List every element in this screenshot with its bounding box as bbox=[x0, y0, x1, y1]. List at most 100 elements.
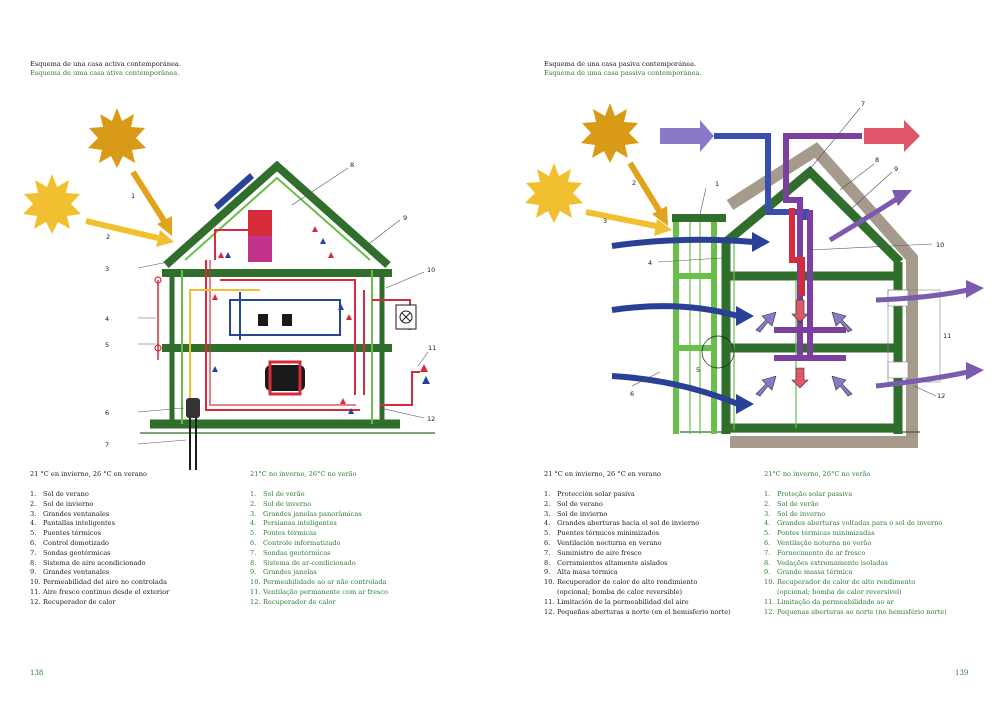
callout-4: 4 bbox=[648, 259, 652, 267]
supply-air-duct bbox=[660, 120, 809, 220]
legend-item: 5.Puentes térmicos minimizados bbox=[544, 529, 660, 538]
legend-item: 4.Pantallas inteligentes bbox=[30, 519, 115, 528]
callout-10: 10 bbox=[427, 266, 435, 274]
title-es: Esquema de una casa pasiva contemporánea… bbox=[544, 60, 697, 68]
passive-house-title: Esquema de una casa pasiva contemporánea… bbox=[544, 60, 702, 78]
winter-sun-arrow bbox=[85, 218, 174, 247]
fan-unit bbox=[258, 314, 305, 396]
legend-item: 10.Recuperador de calor de alto rendimen… bbox=[764, 578, 916, 587]
temp-es: 21 °C en invierno, 26 °C en verano bbox=[30, 470, 147, 478]
callout-10: 10 bbox=[936, 241, 944, 249]
callout-2: 2 bbox=[632, 179, 636, 187]
legend-item: 2.Sol de verão bbox=[764, 499, 819, 508]
legend-item: 7.Sondas geotérmicas bbox=[250, 548, 331, 557]
winter-sun-arrow bbox=[585, 209, 672, 236]
airflow-arrowheads bbox=[736, 232, 770, 414]
legend-item: 12.Pequeñas aberturas a norte (en el hem… bbox=[544, 607, 731, 616]
temp-pt: 21°C no inverno, 26°C no verão bbox=[764, 470, 871, 478]
legend-es: 1.Sol de verano 2.Sol de invierno 3.Gran… bbox=[30, 490, 169, 608]
legend-item: 6.Controle informatizado bbox=[250, 538, 341, 547]
page-number-right: 139 bbox=[955, 669, 969, 677]
callout-6: 6 bbox=[630, 390, 634, 398]
legend-item: 4.Persianas inteligentes bbox=[250, 519, 337, 528]
legend-item: 9.Alta masa térmica bbox=[544, 568, 618, 577]
legend-item: 2.Sol de verano bbox=[544, 499, 603, 508]
legend-item: 1.Sol de verano bbox=[30, 490, 89, 498]
legend-item: 12.Pequenas aberturas ao norte (no hemis… bbox=[764, 607, 947, 616]
legend-item: 9.Grandes ventanales bbox=[30, 568, 110, 577]
legend-item: 1.Sol de verão bbox=[250, 490, 305, 498]
legend-item: 5.Pontes térmicas minimizadas bbox=[764, 529, 875, 538]
callout-lines bbox=[631, 107, 937, 397]
winter-sun-icon bbox=[23, 174, 81, 234]
callout-12: 12 bbox=[427, 415, 435, 423]
legend-item: 1.Proteção solar passiva bbox=[764, 490, 853, 498]
winter-sun-icon bbox=[525, 163, 583, 223]
summer-sun-icon bbox=[581, 103, 639, 163]
legend-item: 6.Ventilación nocturna en verano bbox=[544, 538, 662, 547]
callout-8: 8 bbox=[875, 156, 879, 164]
legend-item: 11.Limitación de la permeabilidad del ai… bbox=[544, 597, 689, 606]
exit-arrows bbox=[828, 195, 969, 389]
legend-item: 12.Recuperador de calor bbox=[250, 597, 336, 606]
title-pt: Esquema de uma casa ativa contemporânea. bbox=[30, 69, 180, 77]
callout-2: 2 bbox=[106, 233, 110, 241]
legend-item: 2.Sol de invierno bbox=[30, 499, 94, 508]
summer-sun-icon bbox=[88, 108, 146, 168]
sunspace bbox=[672, 214, 735, 434]
legend-item: 11.Ventilação permanente com ar fresco bbox=[250, 587, 389, 596]
title-es: Esquema de una casa activa contemporánea… bbox=[30, 60, 181, 68]
callout-11: 11 bbox=[428, 344, 436, 352]
active-house-title: Esquema de una casa activa contemporánea… bbox=[30, 60, 181, 78]
callout-lines bbox=[137, 167, 429, 445]
legend-item: 11.Aire fresco continuo desde el exterio… bbox=[30, 587, 170, 596]
legend-item: 10.Permeabilidade ao ar não controlada bbox=[250, 578, 387, 587]
legend-item: (opcional; bomba de calor reversível) bbox=[777, 587, 902, 596]
temp-pt: 21°C no inverno, 26°C no verão bbox=[250, 470, 357, 478]
legend-item: 7.Sondas geotérmicas bbox=[30, 548, 111, 557]
callout-9: 9 bbox=[403, 214, 407, 222]
callout-3: 3 bbox=[105, 265, 109, 273]
warm-air-riser bbox=[789, 208, 805, 296]
callout-7: 7 bbox=[105, 441, 109, 449]
page-number-left: 138 bbox=[30, 669, 44, 677]
legend-item: 7.Suministro de aire fresco bbox=[544, 548, 642, 557]
control-unit bbox=[186, 398, 200, 470]
right-page: Esquema de una casa pasiva contemporánea… bbox=[500, 0, 1000, 706]
callout-1: 1 bbox=[131, 192, 135, 200]
legend-item: 8.Sistema de aire acondicionado bbox=[30, 558, 146, 567]
legend-item: 3.Grandes ventanales bbox=[30, 509, 110, 518]
legend-item: 10.Permeabilidad del aire no controlada bbox=[30, 578, 167, 587]
callout-8: 8 bbox=[350, 161, 354, 169]
legend-item: (opcional; bomba de calor reversible) bbox=[557, 587, 683, 596]
airflow-arrows bbox=[611, 236, 755, 407]
callout-1: 1 bbox=[715, 180, 719, 188]
legend-item: 3.Sol de inverno bbox=[764, 509, 826, 518]
callout-3: 3 bbox=[603, 217, 607, 225]
exit-arrowheads bbox=[892, 190, 984, 380]
legend-item: 1.Protección solar pasiva bbox=[544, 490, 635, 498]
callout-5: 5 bbox=[105, 341, 109, 349]
legend-pt: 1.Proteção solar passiva 2.Sol de verão … bbox=[764, 490, 947, 617]
legend-item: 9.Grande massa térmica bbox=[764, 568, 853, 577]
passive-house-diagram: 1 2 3 4 5 6 7 8 9 10 11 12 bbox=[525, 100, 984, 448]
legend-item: 2.Sol de inverno bbox=[250, 499, 312, 508]
circulation-arrows bbox=[755, 299, 853, 397]
active-house-diagram: 1 2 3 4 5 6 7 8 9 10 11 12 bbox=[23, 108, 436, 470]
insulation-shell bbox=[726, 142, 918, 448]
legend-item: 4.Grandes aberturas hacia el sol de invi… bbox=[544, 519, 700, 528]
callout-9: 9 bbox=[894, 165, 898, 173]
legend-item: 8.Vedações extremamente isoladas bbox=[764, 558, 888, 567]
legend-item: 11.Limitação da permeabilidade ao ar bbox=[764, 597, 894, 606]
legend-item: 3.Sol de invierno bbox=[544, 509, 608, 518]
exhaust-air-duct bbox=[774, 120, 920, 361]
legend-item: 6.Ventilação noturna no verão bbox=[764, 538, 872, 547]
callout-11: 11 bbox=[943, 332, 951, 340]
legend-es: 1.Protección solar pasiva 2.Sol de veran… bbox=[544, 490, 731, 617]
title-pt: Esquema de uma casa passiva contemporâne… bbox=[544, 69, 702, 77]
legend-item: 6.Control domotizado bbox=[30, 538, 110, 547]
legend-item: 8.Sistema de ar-condicionado bbox=[250, 558, 356, 567]
callout-4: 4 bbox=[105, 315, 109, 323]
left-page: Esquema de una casa activa contemporánea… bbox=[23, 60, 436, 677]
legend-item: 4.Grandes aberturas voltadas para o sol … bbox=[764, 519, 943, 528]
